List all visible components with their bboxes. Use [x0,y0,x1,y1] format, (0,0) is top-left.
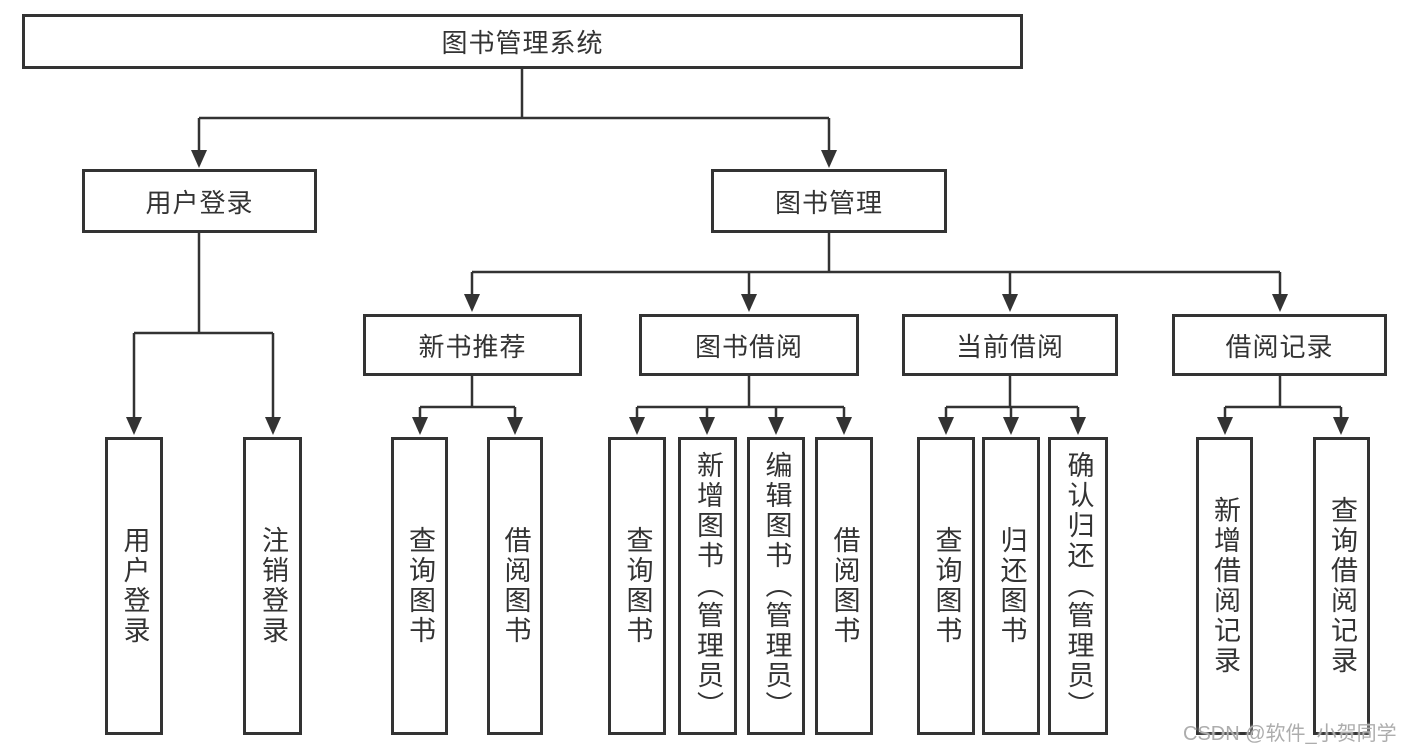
node-label: 查询图书 [622,526,653,646]
node-label: 当前借阅 [955,331,1064,362]
node-borrowing-records: 借阅记录 [1172,314,1387,376]
node-book-management: 图书管理 [711,169,947,233]
leaf-add-books-admin: 新增图书（管理员） [678,437,737,735]
node-label: 借阅图书 [500,526,531,646]
node-label: 确认归还（管理员） [1063,451,1094,721]
leaf-borrow-books-recommend: 借阅图书 [487,437,543,735]
node-label: 查询图书 [931,526,962,646]
leaf-user-login: 用户登录 [105,437,163,735]
node-label: 查询图书 [405,526,435,646]
leaf-return-books: 归还图书 [982,437,1040,735]
leaf-query-borrow-record: 查询借阅记录 [1313,437,1370,735]
node-label: 查询借阅记录 [1327,496,1357,676]
node-root: 图书管理系统 [22,14,1023,69]
node-label: 用户登录 [145,187,254,218]
node-new-book-recommend: 新书推荐 [363,314,582,376]
leaf-add-borrow-record: 新增借阅记录 [1196,437,1253,735]
connector-arrowheads [126,150,1349,435]
leaf-edit-books-admin: 编辑图书（管理员） [747,437,805,735]
node-label: 编辑图书（管理员） [761,451,792,721]
csdn-watermark: CSDN @软件_小贺同学 [1183,723,1397,745]
connector-paths [132,69,1343,421]
leaf-confirm-return-admin: 确认归还（管理员） [1048,437,1108,735]
node-book-borrowing: 图书借阅 [639,314,859,376]
node-label: 图书管理 [774,187,883,218]
node-label: 新增图书（管理员） [693,451,723,721]
node-label: 借阅图书 [829,526,860,646]
node-label: 注销登录 [258,526,288,646]
node-user-login-group: 用户登录 [82,169,317,233]
node-label: 归还图书 [996,526,1027,646]
node-label: 借阅记录 [1225,331,1334,362]
leaf-query-books-recommend: 查询图书 [391,437,448,735]
leaf-query-books-borrowing: 查询图书 [608,437,666,735]
leaf-borrow-books-borrowing: 借阅图书 [815,437,873,735]
node-label: 新增借阅记录 [1210,496,1240,676]
node-label: 图书借阅 [694,331,803,362]
node-label: 新书推荐 [418,331,527,362]
leaf-query-books-current: 查询图书 [917,437,975,735]
leaf-logout: 注销登录 [243,437,302,735]
node-label: 图书管理系统 [441,28,604,58]
node-current-borrowing: 当前借阅 [902,314,1118,376]
node-label: 用户登录 [119,526,150,646]
